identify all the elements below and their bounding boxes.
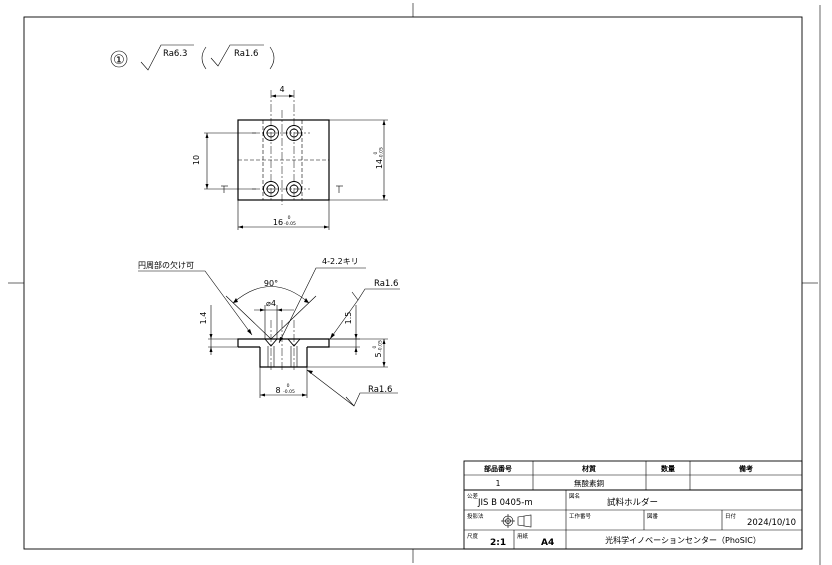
- dim-total-tol-upper: 0: [372, 345, 378, 348]
- label-tolerance: 公差: [467, 492, 479, 500]
- dim-left-height: 1.4: [199, 312, 208, 325]
- dim-height-tol-lower: -0.05: [379, 147, 385, 159]
- label-drawing-no: 図番: [647, 513, 659, 520]
- dim-boss-tol-upper: 0: [287, 383, 290, 389]
- note-circumference: 円周部の欠け可: [138, 260, 194, 270]
- dim-vertical-pitch: 10: [192, 155, 201, 165]
- sheet-frame: [8, 3, 821, 565]
- dim-width-main: 16: [273, 218, 283, 227]
- label-projection: 投影法: [467, 512, 484, 520]
- hole-group: [263, 125, 302, 197]
- part-no: 1: [496, 479, 501, 488]
- date: 2024/10/10: [747, 518, 796, 528]
- dim-total-main: 5: [374, 352, 383, 357]
- roughness-symbol: [140, 44, 194, 71]
- dim-diameter: ⌀4: [266, 299, 276, 308]
- label-drawing-name: 図名: [569, 492, 580, 500]
- dim-total-tol-lower: -0.05: [378, 340, 384, 352]
- tolerance: JIS B 0405-m: [477, 498, 533, 508]
- label-date: 日付: [725, 512, 737, 520]
- note-holes: 4-2.2キリ: [322, 257, 359, 266]
- organization: 光科学イノベーションセンター（PhoSIC）: [605, 535, 761, 545]
- roughness-paren-symbol: [210, 44, 264, 67]
- dim-boss-main: 8: [275, 386, 280, 395]
- roughness-upper: Ra1.6: [374, 279, 398, 289]
- label-scale: 尺度: [467, 532, 479, 540]
- dim-right-step: 1.5: [344, 312, 353, 325]
- label-work-no: 工作番号: [569, 512, 592, 520]
- dim-width-tol-lower: -0.05: [284, 221, 296, 227]
- drawing-name: 試料ホルダー: [607, 497, 658, 508]
- dim-boss-tol-lower: -0.05: [283, 389, 295, 395]
- dim-height-main: 14: [375, 159, 384, 169]
- header-remarks: 備考: [739, 464, 753, 473]
- header-part-no: 部品番号: [484, 464, 512, 473]
- paper: A4: [541, 538, 554, 548]
- title-block: 部品番号 材質 数量 備考 1 無酸素銅 公差 JIS B 0405-m 図名 …: [463, 460, 803, 550]
- scale: 2:1: [490, 538, 506, 548]
- roughness-lower: Ra1.6: [368, 385, 392, 395]
- dim-height-tol-upper: 0: [373, 151, 379, 154]
- view-marker: ①: [113, 53, 125, 68]
- label-paper: 用紙: [517, 532, 529, 540]
- side-view: 90° ⌀4 円周部の欠け可 4-2.2キリ 1.4 1.5: [138, 257, 400, 407]
- roughness-main-label: Ra6.3: [163, 49, 187, 59]
- header-quantity: 数量: [661, 464, 675, 473]
- top-view: 4 10 14 0 -0.05 16 0 -0.05: [192, 85, 388, 230]
- dim-hole-pitch: 4: [279, 85, 284, 94]
- general-roughness: ① Ra6.3 Ra1.6: [110, 44, 275, 71]
- header-material: 材質: [581, 464, 596, 473]
- material: 無酸素銅: [574, 478, 604, 488]
- dim-angle: 90°: [264, 279, 278, 288]
- third-angle-projection-icon: [501, 514, 532, 528]
- roughness-paren-label: Ra1.6: [234, 49, 258, 59]
- dim-width-tol-upper: 0: [288, 215, 291, 221]
